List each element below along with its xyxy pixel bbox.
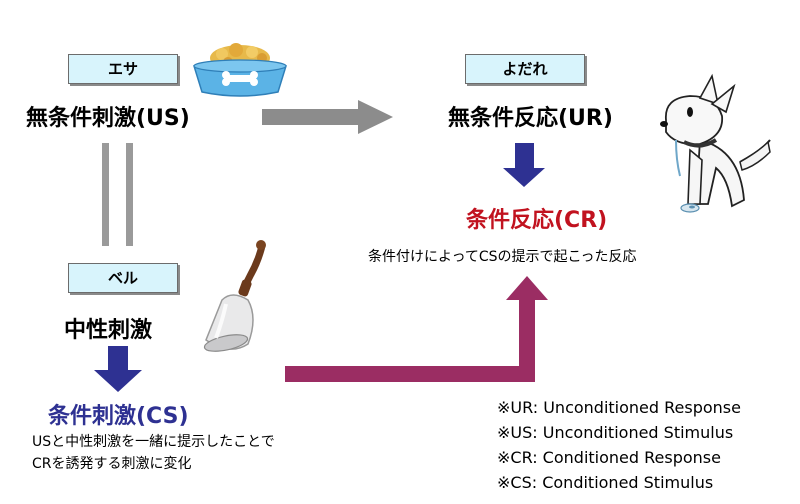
cs-description-line1: USと中性刺激を一緒に提示したことで bbox=[32, 434, 275, 450]
cs-description-line2: CRを誘発する刺激に変化 bbox=[32, 456, 192, 472]
glossary-us: ※US: Unconditioned Stimulus bbox=[497, 423, 734, 442]
dog-bowl-icon bbox=[193, 43, 287, 97]
bell-icon bbox=[203, 240, 266, 352]
cr-label: 条件反応(CR) bbox=[466, 208, 608, 233]
glossary-cs: ※CS: Conditioned Stimulus bbox=[497, 473, 714, 492]
cr-description: 条件付けによってCSの提示で起こった反応 bbox=[368, 249, 637, 265]
ur-to-cr-arrow bbox=[503, 143, 545, 187]
neutral-to-cs-arrow bbox=[94, 346, 142, 392]
pairing-bars bbox=[102, 143, 133, 246]
glossary-cr: ※CR: Conditioned Response bbox=[497, 448, 721, 467]
tag-yodare: よだれ bbox=[465, 54, 585, 84]
dog-icon bbox=[660, 73, 771, 213]
ur-label: 無条件反応(UR) bbox=[448, 106, 613, 131]
cs-label: 条件刺激(CS) bbox=[48, 404, 189, 429]
glossary-ur: ※UR: Unconditioned Response bbox=[497, 398, 741, 417]
us-label: 無条件刺激(US) bbox=[26, 106, 190, 131]
tag-bell: ベル bbox=[68, 263, 178, 293]
tag-esa: エサ bbox=[68, 54, 178, 84]
cs-to-cr-arrow bbox=[285, 276, 548, 382]
neutral-label: 中性刺激 bbox=[64, 318, 153, 343]
us-to-ur-arrow bbox=[262, 100, 393, 134]
